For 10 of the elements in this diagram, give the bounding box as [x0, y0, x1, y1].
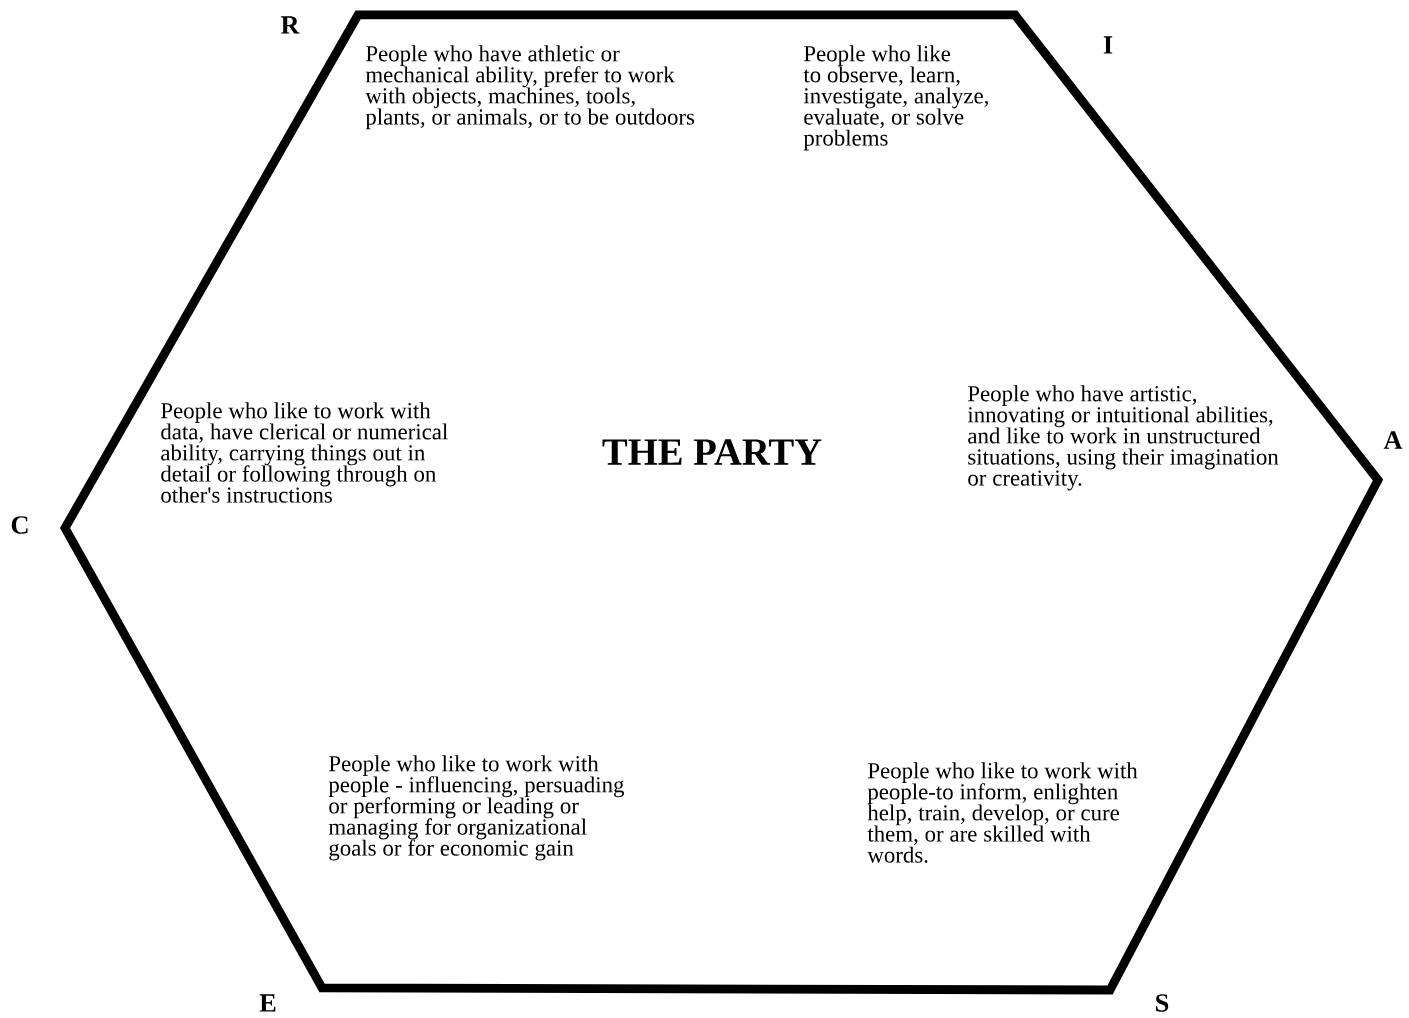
description-text: People who like to work with people-to inform, enlighten help, train, develop, or cure them, or are skilled with words.: [867, 762, 1138, 863]
description-text: People who have athletic or mechanical ability, prefer to work with objects, machines, tools, plants, or animals, or to be outdoors: [365, 45, 695, 130]
description-text: People who like to observe, learn, investigate, analyze, evaluate, or solve problems: [803, 45, 988, 151]
corner-letter: I: [1103, 36, 1113, 54]
title: THE PARTY: [602, 439, 822, 465]
description-text: People who have artistic, innovating or intuitional abilities, and like to work in unstructured situations, using their imagination or creativity.: [967, 385, 1279, 491]
description-text: People who like to work with people - influencing, persuading or performing or leading or managing for organizational goals or for economic gain: [328, 755, 624, 861]
corner-letter: R: [280, 16, 300, 34]
description-text: People who like to work with data, have clerical or numerical ability, carrying things out in detail or following through on other's instructions: [161, 402, 448, 503]
corner-letter: C: [11, 516, 28, 534]
